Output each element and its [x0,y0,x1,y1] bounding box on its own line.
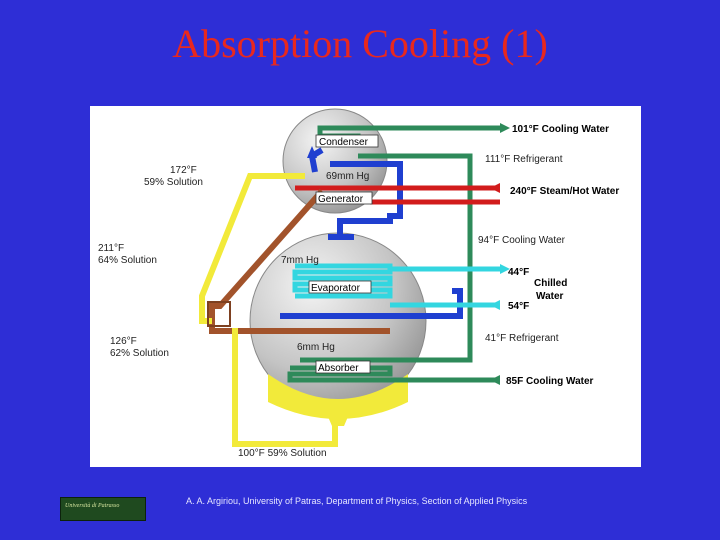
solution-pool [268,374,408,419]
arrow-refrigerant-up [307,146,317,158]
arrow-cooling-out [500,123,510,133]
weak-solution-line [199,173,338,447]
label-s2-temp: 211°F [98,243,124,254]
condenser-box [315,134,379,148]
university-logo: Università di Patrasso [60,497,146,521]
steam-line [295,185,500,205]
label-chilled-out-temp: 44°F [508,267,529,278]
label-cooling-water-in: 85F Cooling Water [506,376,594,387]
absorption-cycle-diagram: Condenser Generator Evaporator Absorber … [90,106,641,467]
absorber-label: Absorber [318,363,359,374]
label-cooling-water-out: 101°F Cooling Water [512,124,609,135]
strong-solution-line [209,189,390,334]
label-chilled-2: Water [536,291,564,302]
arrow-chilled-in [490,300,500,310]
label-s1-conc: 59% Solution [144,177,203,188]
label-cooling-water-mid: 94°F Cooling Water [478,235,566,246]
arrow-cooling-in [490,375,500,385]
label-s1-temp: 172°F [170,165,197,176]
heat-exchanger [207,301,231,327]
evaporator-label: Evaporator [311,283,361,294]
label-chilled-1: Chilled [534,278,567,289]
label-refrigerant-cold: 41°F Refrigerant [485,333,559,344]
condenser-label: Condenser [319,137,369,148]
label-refrigerant-hot: 111°F Refrigerant [485,154,563,165]
label-bottom-solution: 100°F 59% Solution [238,448,327,459]
slide-title: Absorption Cooling (1) [172,21,548,66]
label-s3-conc: 62% Solution [110,348,169,359]
pressure-lower: 6mm Hg [297,342,335,353]
logo-text: Università di Patrasso [65,503,120,509]
absorber-box [315,360,371,374]
arrow-steam-in [490,183,500,193]
label-chilled-in-temp: 54°F [508,301,529,312]
sump [326,412,350,426]
pressure-middle: 7mm Hg [281,255,319,266]
footer-credit: A. A. Argiriou, University of Patras, De… [186,496,528,506]
generator-box [315,191,373,205]
label-s3-temp: 126°F [110,336,137,347]
label-steam-hot-water: 240°F Steam/Hot Water [510,186,619,197]
label-s2-conc: 64% Solution [98,255,157,266]
pressure-upper: 69mm Hg [326,171,369,182]
arrow-chilled-out [500,264,510,274]
evaporator-box [308,280,372,294]
chilled-water-line [292,263,500,308]
refrigerant-spray [328,234,354,240]
generator-label: Generator [318,194,364,205]
